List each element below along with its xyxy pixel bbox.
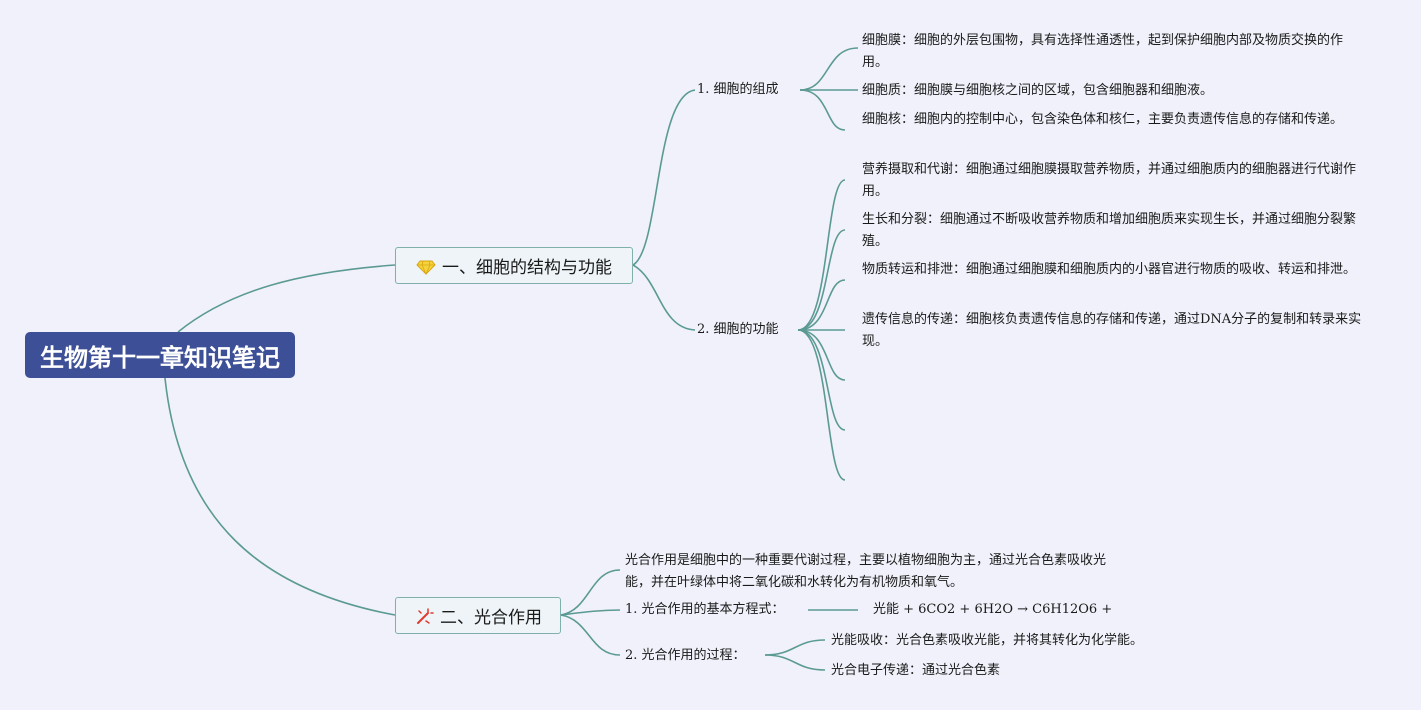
branch-cell-structure[interactable]: 一、细胞的结构与功能 — [395, 247, 633, 284]
leaf-text: 物质转运和排泄：细胞通过细胞膜和细胞质内的小器官进行物质的吸收、转运和排泄。 — [862, 262, 1357, 277]
link-branch1-function — [632, 264, 696, 331]
root-node[interactable]: 生物第十一章知识笔记 — [25, 332, 295, 378]
branch-cell-structure-title: 一、细胞的结构与功能 — [442, 258, 612, 278]
link-func-leaf-6 — [797, 329, 846, 431]
link-branch2-intro — [560, 569, 621, 616]
leaf-empty-1[interactable] — [862, 369, 1342, 389]
link-root-branch2 — [164, 377, 396, 616]
sub-cell-composition[interactable]: 1. 细胞的组成 — [697, 80, 779, 100]
leaf-growth-division[interactable]: 生长和分裂：细胞通过不断吸收营养物质和增加细胞质来实现生长，并通过细胞分裂繁殖。 — [862, 209, 1362, 253]
leaf-text: 细胞膜：细胞的外层包围物，具有选择性通透性，起到保护细胞内部及物质交换的作用。 — [862, 33, 1344, 70]
leaf-nutrition-metabolism[interactable]: 营养摄取和代谢：细胞通过细胞膜摄取营养物质，并通过细胞质内的细胞器进行代谢作用。 — [862, 159, 1362, 203]
sub-equation[interactable]: 1. 光合作用的基本方程式： — [625, 600, 785, 620]
leaf-genetic-transfer[interactable]: 遗传信息的传递：细胞核负责遗传信息的存储和传递，通过DNA分子的复制和转录来实现… — [862, 309, 1362, 353]
sub-equation-label: 1. 光合作用的基本方程式： — [625, 602, 785, 617]
leaf-electron-transfer[interactable]: 光合电子传递：通过光合色素 — [831, 661, 1000, 681]
sub-cell-function[interactable]: 2. 细胞的功能 — [697, 320, 779, 340]
sub-process-label: 2. 光合作用的过程： — [625, 648, 746, 663]
leaf-empty-2[interactable] — [862, 419, 1342, 439]
leaf-text: 细胞核：细胞内的控制中心，包含染色体和核仁，主要负责遗传信息的存储和传递。 — [862, 112, 1344, 127]
link-process-leaf-2 — [764, 654, 826, 671]
leaf-text: 光合电子传递：通过光合色素 — [831, 663, 1001, 678]
sub-cell-composition-label: 1. 细胞的组成 — [697, 82, 779, 97]
leaf-text: 光能吸收：光合色素吸收光能，并将其转化为化学能。 — [831, 633, 1144, 648]
equation-text: 光能 + 6CO2 + 6H2O → C6H12O6 + — [873, 602, 1113, 617]
root-title: 生物第十一章知识笔记 — [40, 343, 280, 372]
leaf-text: 细胞质：细胞膜与细胞核之间的区域，包含细胞器和细胞液。 — [862, 83, 1214, 98]
link-func-leaf-3 — [797, 279, 846, 331]
link-process-leaf-1 — [764, 639, 826, 656]
leaf-empty-3[interactable] — [862, 469, 1342, 489]
sub-cell-function-label: 2. 细胞的功能 — [697, 322, 779, 337]
link-func-leaf-1 — [797, 179, 846, 331]
link-comp-leaf-3 — [799, 89, 846, 131]
leaf-text: 生长和分裂：细胞通过不断吸收营养物质和增加细胞质来实现生长，并通过细胞分裂繁殖。 — [862, 212, 1357, 249]
link-branch2-equation — [560, 609, 621, 616]
leaf-cytoplasm[interactable]: 细胞质：细胞膜与细胞核之间的区域，包含细胞器和细胞液。 — [862, 80, 1362, 102]
link-func-leaf-7 — [797, 329, 846, 481]
branch-photosynthesis[interactable]: 二、光合作用 — [395, 597, 561, 634]
link-root-branch1 — [177, 264, 396, 333]
link-func-leaf-5 — [797, 329, 846, 381]
link-branch1-composition — [632, 89, 696, 266]
branch-photosynthesis-title: 二、光合作用 — [440, 608, 542, 628]
intro-text: 光合作用是细胞中的一种重要代谢过程，主要以植物细胞为主，通过光合色素吸收光能，并… — [625, 553, 1107, 590]
link-comp-leaf-1 — [799, 47, 859, 91]
leaf-nucleus[interactable]: 细胞核：细胞内的控制中心，包含染色体和核仁，主要负责遗传信息的存储和传递。 — [862, 109, 1362, 131]
equation-value[interactable]: 光能 + 6CO2 + 6H2O → C6H12O6 + — [873, 600, 1112, 620]
leaf-cell-membrane[interactable]: 细胞膜：细胞的外层包围物，具有选择性通透性，起到保护细胞内部及物质交换的作用。 — [862, 30, 1362, 74]
sparkle-icon — [414, 606, 434, 626]
photosynthesis-intro[interactable]: 光合作用是细胞中的一种重要代谢过程，主要以植物细胞为主，通过光合色素吸收光能，并… — [625, 550, 1125, 594]
leaf-transport-excretion[interactable]: 物质转运和排泄：细胞通过细胞膜和细胞质内的小器官进行物质的吸收、转运和排泄。 — [862, 259, 1362, 281]
gem-icon — [416, 256, 436, 276]
leaf-text: 遗传信息的传递：细胞核负责遗传信息的存储和传递，通过DNA分子的复制和转录来实现… — [862, 312, 1362, 349]
sub-process[interactable]: 2. 光合作用的过程： — [625, 646, 746, 666]
leaf-text: 营养摄取和代谢：细胞通过细胞膜摄取营养物质，并通过细胞质内的细胞器进行代谢作用。 — [862, 162, 1357, 199]
leaf-light-absorption[interactable]: 光能吸收：光合色素吸收光能，并将其转化为化学能。 — [831, 631, 1143, 651]
link-branch2-process — [560, 614, 621, 656]
link-func-leaf-2 — [797, 229, 846, 331]
